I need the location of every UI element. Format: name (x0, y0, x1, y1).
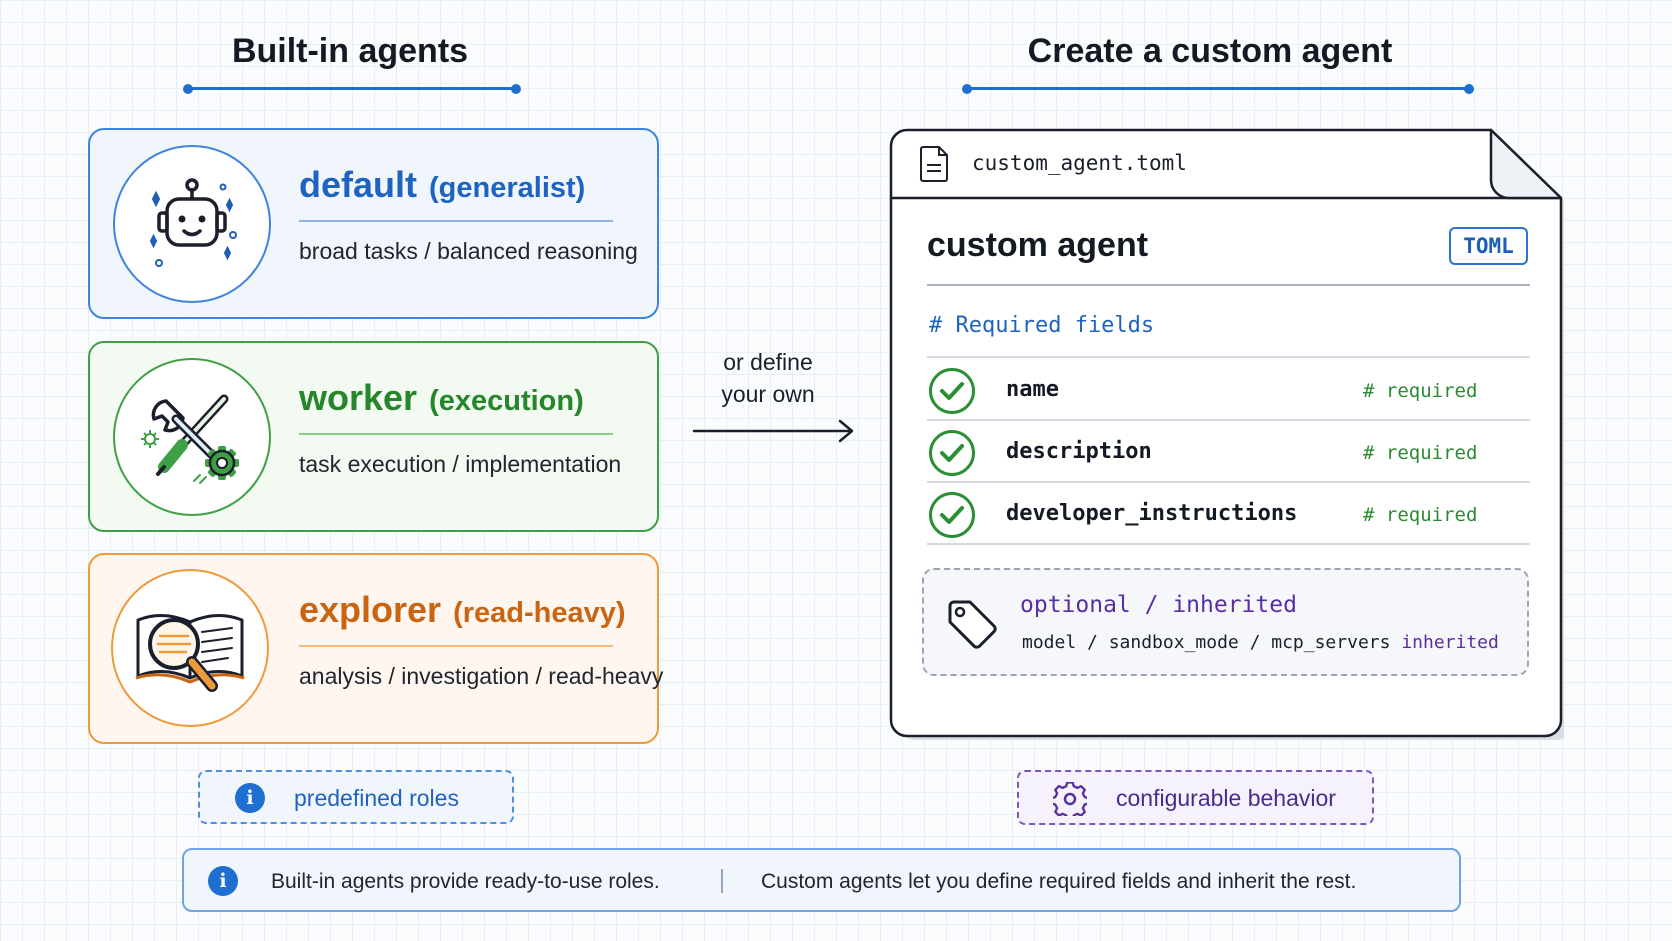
agent-name-worker: worker (299, 377, 418, 418)
optional-fields-list: model / sandbox_mode / mcp_servers (1022, 632, 1391, 653)
predefined-roles-tag: i predefined roles (198, 770, 514, 824)
toml-format-badge: TOML (1449, 227, 1528, 265)
predefined-roles-label: predefined roles (294, 785, 459, 811)
info-icon: i (235, 783, 265, 813)
optional-fields: model / sandbox_mode / mcp_servers inher… (1022, 632, 1499, 653)
robot-icon (113, 145, 271, 303)
field-name-description: description (1006, 439, 1152, 464)
info-icon: i (208, 866, 238, 896)
agent-qualifier-worker: (execution) (429, 385, 584, 417)
footer-separator (721, 869, 723, 893)
custom-agent-underline (962, 83, 1474, 94)
agent-divider-default (299, 220, 613, 222)
field-name-name: name (1006, 377, 1059, 402)
connector-label: or define your own (700, 346, 836, 410)
custom-agent-file: custom_agent.toml custom agent TOML # Re… (889, 128, 1564, 743)
custom-agent-title: custom agent (927, 226, 1149, 264)
summary-footer: i Built-in agents provide ready-to-use r… (182, 848, 1461, 912)
agent-name-explorer: explorer (299, 589, 442, 630)
agent-title-worker: worker (execution) (299, 377, 584, 419)
file-icon (920, 146, 948, 182)
agent-card-explorer: explorer (read-heavy) analysis / investig… (88, 553, 663, 744)
configurable-behavior-label: configurable behavior (1116, 785, 1336, 811)
tag-icon (948, 600, 997, 649)
check-icon (929, 368, 975, 414)
connector-line-1: or define (723, 349, 813, 375)
agent-name-default: default (299, 164, 418, 205)
check-icon (929, 430, 975, 476)
built-in-agents-title: Built-in agents (231, 32, 469, 70)
optional-fields-box: optional / inherited model / sandbox_mod… (922, 568, 1529, 676)
tools-icon (113, 358, 271, 516)
agent-description-default: broad tasks / balanced reasoning (299, 238, 638, 264)
agent-description-explorer: analysis / investigation / read-heavy (299, 663, 664, 689)
check-icon (929, 492, 975, 538)
field-comment-description: # required (1363, 442, 1478, 464)
agent-card-worker: worker (execution) task execution / imple… (88, 341, 659, 532)
row-divider (927, 543, 1530, 545)
connector-line-2: your own (721, 381, 815, 407)
agent-title-explorer: explorer (read-heavy) (299, 589, 626, 631)
magnifier-book-icon (111, 569, 269, 727)
footer-built-in-summary: Built-in agents provide ready-to-use rol… (271, 870, 660, 893)
agent-qualifier-default: (generalist) (429, 172, 586, 204)
agent-card-default: default (generalist) broad tasks / balanc… (88, 128, 659, 319)
agent-divider-worker (299, 433, 613, 435)
agent-title-default: default (generalist) (299, 164, 585, 206)
built-in-agents-underline (183, 83, 521, 94)
field-comment-name: # required (1363, 380, 1478, 402)
gear-icon (1053, 782, 1087, 816)
row-divider (927, 481, 1530, 483)
connector-arrow (692, 419, 854, 443)
agent-divider-explorer (299, 645, 613, 647)
title-divider (927, 284, 1530, 286)
required-fields-header: # Required fields (929, 313, 1155, 338)
inherited-label: inherited (1401, 632, 1499, 653)
configurable-behavior-tag: configurable behavior (1017, 770, 1374, 825)
file-name: custom_agent.toml (972, 151, 1187, 175)
optional-title: optional / inherited (1020, 592, 1297, 618)
custom-agent-section-title: Create a custom agent (1027, 32, 1393, 70)
footer-custom-summary: Custom agents let you define required fi… (761, 870, 1357, 893)
field-name-developer-instructions: developer_instructions (1006, 501, 1298, 526)
agent-qualifier-explorer: (read-heavy) (453, 597, 626, 629)
field-comment-developer-instructions: # required (1363, 504, 1478, 526)
agent-description-worker: task execution / implementation (299, 451, 622, 477)
row-divider (927, 419, 1530, 421)
row-divider (927, 356, 1530, 358)
